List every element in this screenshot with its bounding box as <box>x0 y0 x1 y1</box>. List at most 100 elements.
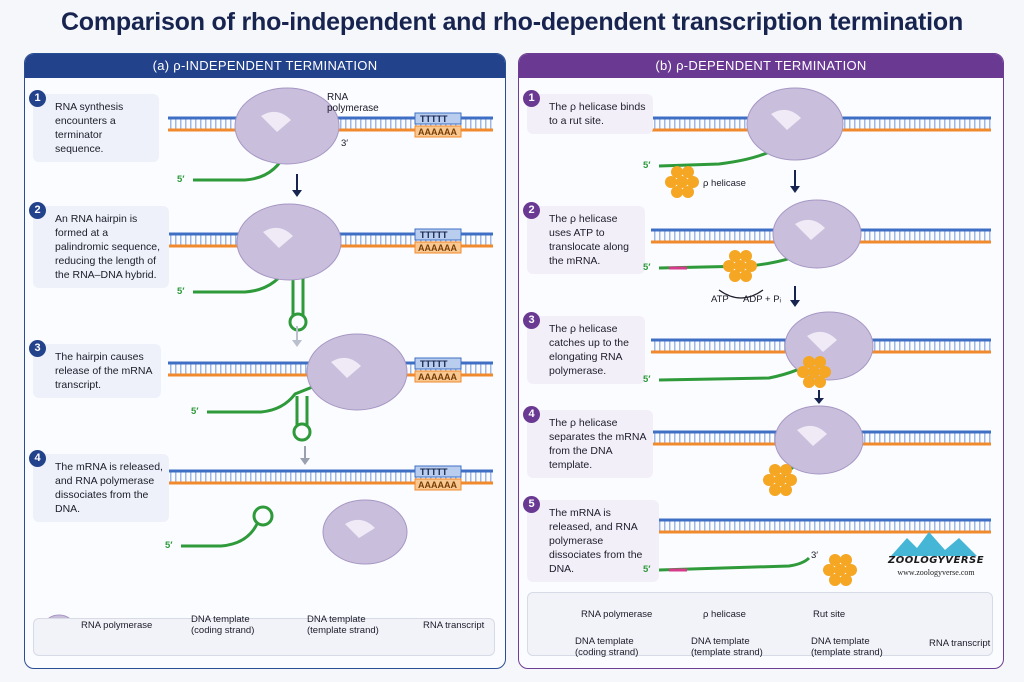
step-text: RNA synthesis encounters a terminator se… <box>55 101 124 155</box>
rho-helicase-b5 <box>823 554 857 586</box>
five-prime-label-b1: 5′ <box>643 160 651 171</box>
rna-polymerase-b4 <box>774 405 864 475</box>
page-title: Comparison of rho-independent and rho-de… <box>60 8 964 36</box>
panel-b-header: (b) ρ-DEPENDENT TERMINATION <box>519 54 1003 78</box>
zoologyverse-logo-icon <box>891 532 977 556</box>
legend-rna-label: RNA transcript <box>423 620 485 631</box>
panel-rho-dependent: (b) ρ-DEPENDENT TERMINATION <box>518 53 1004 669</box>
terminator-top-seq-a2: TTTTT <box>420 230 448 240</box>
legend-panel-b <box>527 592 993 656</box>
rna-polymerase-a1 <box>234 87 340 165</box>
step-b4: 4 The ρ helicase separates the mRNA from… <box>523 406 653 478</box>
step-number: 5 <box>523 496 540 513</box>
rna-polymerase-a2 <box>236 203 342 281</box>
step-text: The ρ helicase binds to a rut site. <box>549 101 646 127</box>
terminator-bottom-seq-a1: AAAAAA <box>418 127 457 137</box>
legend-polymerase-label: RNA polymerase <box>581 609 653 620</box>
panel-rho-independent: (a) ρ-INDEPENDENT TERMINATION <box>24 53 506 669</box>
step-text: The mRNA is released, and RNA polymerase… <box>549 507 643 575</box>
rho-helicase-b1 <box>665 166 699 198</box>
terminator-box-a2 <box>414 228 462 254</box>
rho-helicase-b3 <box>797 356 831 388</box>
terminator-bottom-seq-a4: AAAAAA <box>418 480 457 490</box>
step-text: The hairpin causes release of the mRNA t… <box>55 351 152 391</box>
watermark-logo: ZOOLOGYVERSE <box>887 555 985 566</box>
legend-coding-label: DNA template (coding strand) <box>191 614 255 636</box>
panel-b-illustration <box>549 87 991 644</box>
five-prime-label-a2: 5′ <box>177 286 185 297</box>
step-number: 4 <box>523 406 540 423</box>
step-text: The ρ helicase separates the mRNA from t… <box>549 417 646 471</box>
five-prime-label-a3: 5′ <box>191 406 199 417</box>
rho-helicase-b4 <box>763 464 797 496</box>
panel-a-header: (a) ρ-INDEPENDENT TERMINATION <box>25 54 505 78</box>
rna-transcript-a3 <box>207 372 346 414</box>
step-b5: 5 The mRNA is released, and RNA polymera… <box>523 496 659 582</box>
five-prime-label-a1: 5′ <box>177 174 185 185</box>
terminator-bottom-seq-a3: AAAAAA <box>418 372 457 382</box>
terminator-top-seq-a4: TTTTT <box>420 467 448 477</box>
step-a1: 1 RNA synthesis encounters a terminator … <box>29 90 159 162</box>
step-a2: 2 An RNA hairpin is formed at a palindro… <box>29 202 169 288</box>
legend-coding-label: DNA template (coding strand) <box>575 636 639 658</box>
step-number: 1 <box>29 90 46 107</box>
rna-polymerase-label: RNA polymerase <box>327 92 379 114</box>
five-prime-label-b5: 5′ <box>643 564 651 575</box>
five-prime-label-a4: 5′ <box>165 540 173 551</box>
three-prime-label-b5: 3′ <box>811 550 819 561</box>
dna-track-b5 <box>651 518 991 534</box>
terminator-top-seq-a3: TTTTT <box>420 359 448 369</box>
legend-polymerase-label: RNA polymerase <box>81 620 153 631</box>
legend-rna-label: RNA transcript <box>929 638 991 649</box>
step-b2: 2 The ρ helicase uses ATP to translocate… <box>523 202 645 274</box>
step-text: The ρ helicase catches up to the elongat… <box>549 323 629 377</box>
step-a4: 4 The mRNA is released, and RNA polymera… <box>29 450 169 522</box>
three-prime-label-a1: 3′ <box>341 138 349 149</box>
step-number: 2 <box>29 202 46 219</box>
flow-arrow-a3 <box>300 446 310 465</box>
step-number: 3 <box>523 312 540 329</box>
legend-template-label-2: DNA template (template strand) <box>811 636 883 658</box>
step-number: 1 <box>523 90 540 107</box>
flow-arrow-a1 <box>292 174 302 197</box>
atp-label: ATP <box>711 294 729 305</box>
legend-rho-label: ρ helicase <box>703 609 746 620</box>
terminator-box-a3 <box>414 357 462 383</box>
legend-rut-label: Rut site <box>813 609 846 620</box>
rna-polymerase-a4 <box>322 499 408 565</box>
rna-polymerase-b2 <box>772 199 862 269</box>
step-text: The mRNA is released, and RNA polymerase… <box>55 461 163 515</box>
adp-label: ADP + Pᵢ <box>743 294 782 305</box>
rna-transcript-b5 <box>658 556 811 572</box>
five-prime-label-b3: 5′ <box>643 374 651 385</box>
terminator-top-seq-a1: TTTTT <box>420 114 448 124</box>
flow-arrow-b3 <box>814 390 824 404</box>
watermark-url: www.zoologyverse.com <box>897 568 975 577</box>
rna-polymerase-b1 <box>746 87 844 161</box>
flow-arrow-b1 <box>790 170 800 193</box>
panel-a-illustration <box>44 87 493 636</box>
step-text: The ρ helicase uses ATP to translocate a… <box>549 213 629 267</box>
step-number: 3 <box>29 340 46 357</box>
step-a3: 3 The hairpin causes release of the mRNA… <box>29 340 161 398</box>
step-b1: 1 The ρ helicase binds to a rut site. <box>523 90 653 134</box>
rna-polymerase-a3 <box>306 333 408 411</box>
terminator-box-a1 <box>414 112 462 138</box>
rna-hairpin-a3 <box>292 396 312 442</box>
rna-transcript-a4 <box>181 523 259 548</box>
rna-hairpin-a4 <box>252 505 274 527</box>
rho-helicase-b2 <box>723 250 757 282</box>
atp-cycle-arrow <box>718 289 764 299</box>
terminator-box-a4 <box>414 465 462 491</box>
legend-template-label: DNA template (template strand) <box>307 614 379 636</box>
five-prime-label-b2: 5′ <box>643 262 651 273</box>
step-number: 4 <box>29 450 46 467</box>
step-b3: 3 The ρ helicase catches up to the elong… <box>523 312 645 384</box>
legend-panel-a <box>33 618 495 656</box>
step-text: An RNA hairpin is formed at a palindromi… <box>55 213 161 281</box>
rho-helicase-label: ρ helicase <box>703 178 746 189</box>
step-number: 2 <box>523 202 540 219</box>
flow-arrow-a2 <box>292 326 302 347</box>
flow-arrow-b2 <box>790 286 800 307</box>
terminator-bottom-seq-a2: AAAAAA <box>418 243 457 253</box>
